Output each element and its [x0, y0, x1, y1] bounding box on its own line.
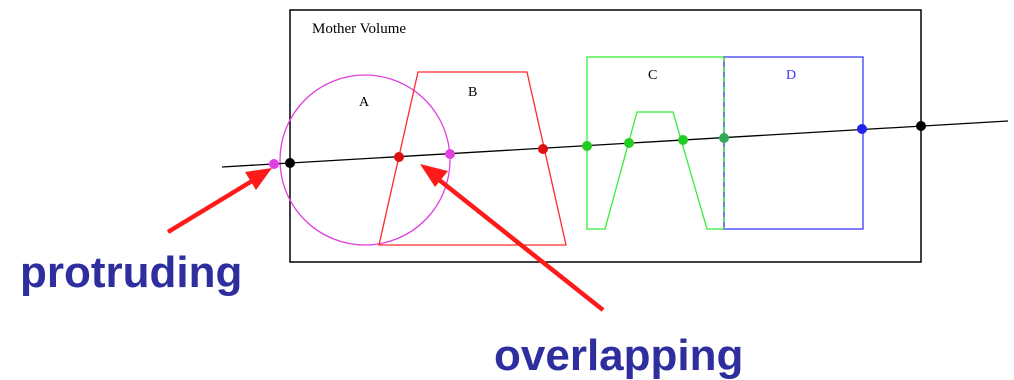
volume-b-trapezoid — [378, 71, 567, 246]
protruding-arrow-head — [245, 168, 272, 190]
intersection-point-a-entry — [269, 159, 279, 169]
intersection-point-b-entry — [394, 152, 404, 162]
intersection-point-mother-entry — [285, 158, 295, 168]
intersection-point-c-2 — [624, 138, 634, 148]
intersection-point-a-exit — [445, 149, 455, 159]
mother-volume-label: Mother Volume — [312, 21, 406, 37]
intersection-point-mother-exit — [916, 121, 926, 131]
mother-volume-frame — [289, 9, 922, 263]
protruding-arrow-shaft — [166, 179, 254, 234]
volume-c-label: C — [648, 68, 657, 83]
intersection-point-d-exit — [857, 124, 867, 134]
overlapping-arrow-head — [420, 164, 448, 187]
particle-track — [221, 120, 1009, 168]
overlapping-arrow-shaft — [436, 177, 605, 312]
intersection-point-b-exit — [538, 144, 548, 154]
intersection-point-c-d-boundary — [719, 133, 729, 143]
volume-d-label: D — [786, 68, 796, 83]
intersection-point-c-3 — [678, 135, 688, 145]
overlapping-callout-label: overlapping — [494, 331, 744, 380]
protruding-callout-label: protruding — [20, 248, 243, 297]
volume-a-label: A — [359, 95, 370, 110]
intersection-point-c-1 — [582, 141, 592, 151]
volume-b-label: B — [468, 85, 477, 100]
volume-a-circle — [279, 74, 451, 246]
